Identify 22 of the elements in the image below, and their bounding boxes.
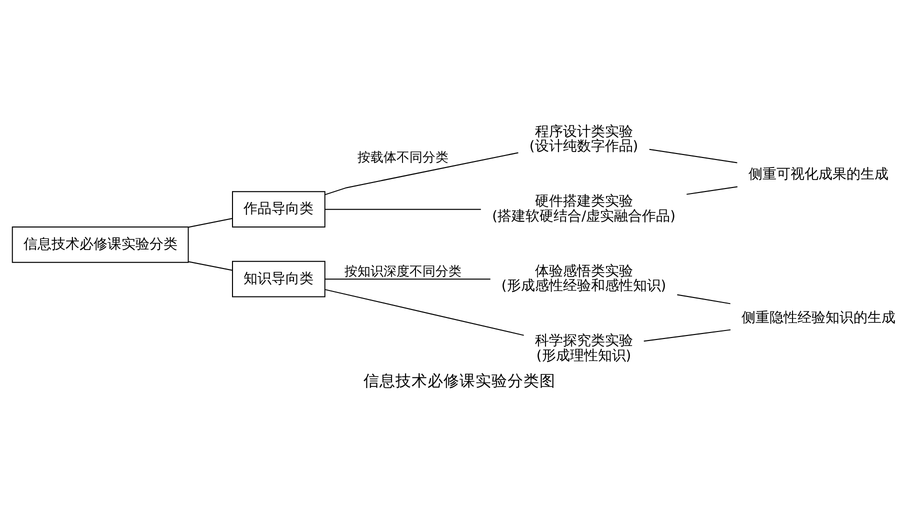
node-text: 程序设计类实验 (设计纯数字作品) — [529, 123, 638, 154]
connector — [324, 288, 524, 336]
connector — [188, 260, 233, 270]
node-box: 知识导向类 — [232, 260, 326, 297]
caption: 信息技术必修课实验分类图 — [364, 370, 556, 390]
connector — [643, 328, 732, 342]
node-box: 信息技术必修课实验分类 — [12, 226, 189, 262]
connector — [648, 148, 738, 163]
connector — [686, 186, 738, 194]
edge-label: 按知识深度不同分类 — [344, 264, 462, 280]
node-text: 体验感悟类实验 (形成感性经验和感性知识) — [501, 262, 666, 294]
connector — [676, 294, 731, 304]
node-text: 侧重可视化成果的生成 — [748, 166, 889, 182]
edge-label: 按载体不同分类 — [357, 150, 448, 166]
connector — [324, 208, 482, 210]
node-box: 作品导向类 — [232, 190, 326, 228]
connector — [188, 217, 233, 228]
connector — [324, 278, 491, 280]
node-text: 硬件搭建类实验 (搭建软硬结合/虚实融合作品) — [492, 193, 676, 224]
node-text: 科学探究类实验 (形成理性知识) — [534, 332, 633, 364]
connector — [324, 152, 519, 195]
node-text: 侧重隐性经验知识的生成 — [742, 310, 896, 326]
